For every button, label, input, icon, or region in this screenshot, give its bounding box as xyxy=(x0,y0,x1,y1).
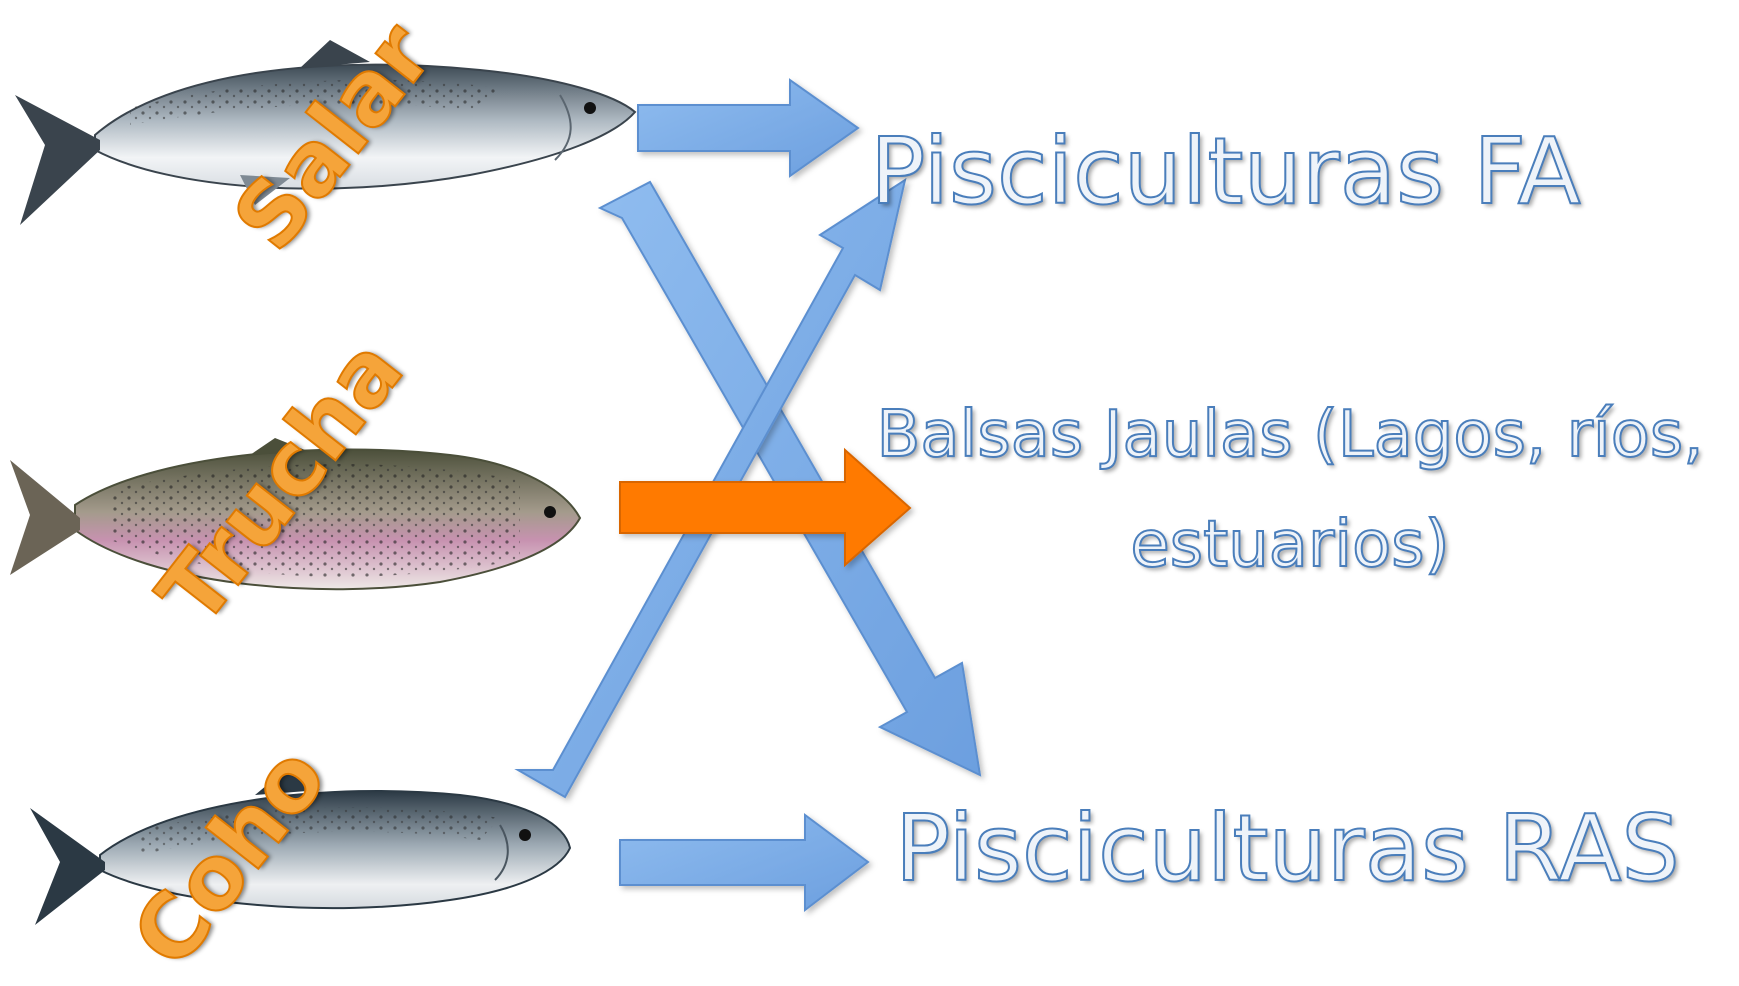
destination-balsas-jaulas: Balsas Jaulas (Lagos, ríos, estuarios) xyxy=(870,380,1710,600)
destination-pisciculturas-fa: Pisciculturas FA xyxy=(870,118,1581,225)
arrow-coho-to-ras xyxy=(620,815,868,910)
arrow-salar-to-fa xyxy=(638,80,858,176)
destination-pisciculturas-ras: Pisciculturas RAS xyxy=(895,795,1680,902)
